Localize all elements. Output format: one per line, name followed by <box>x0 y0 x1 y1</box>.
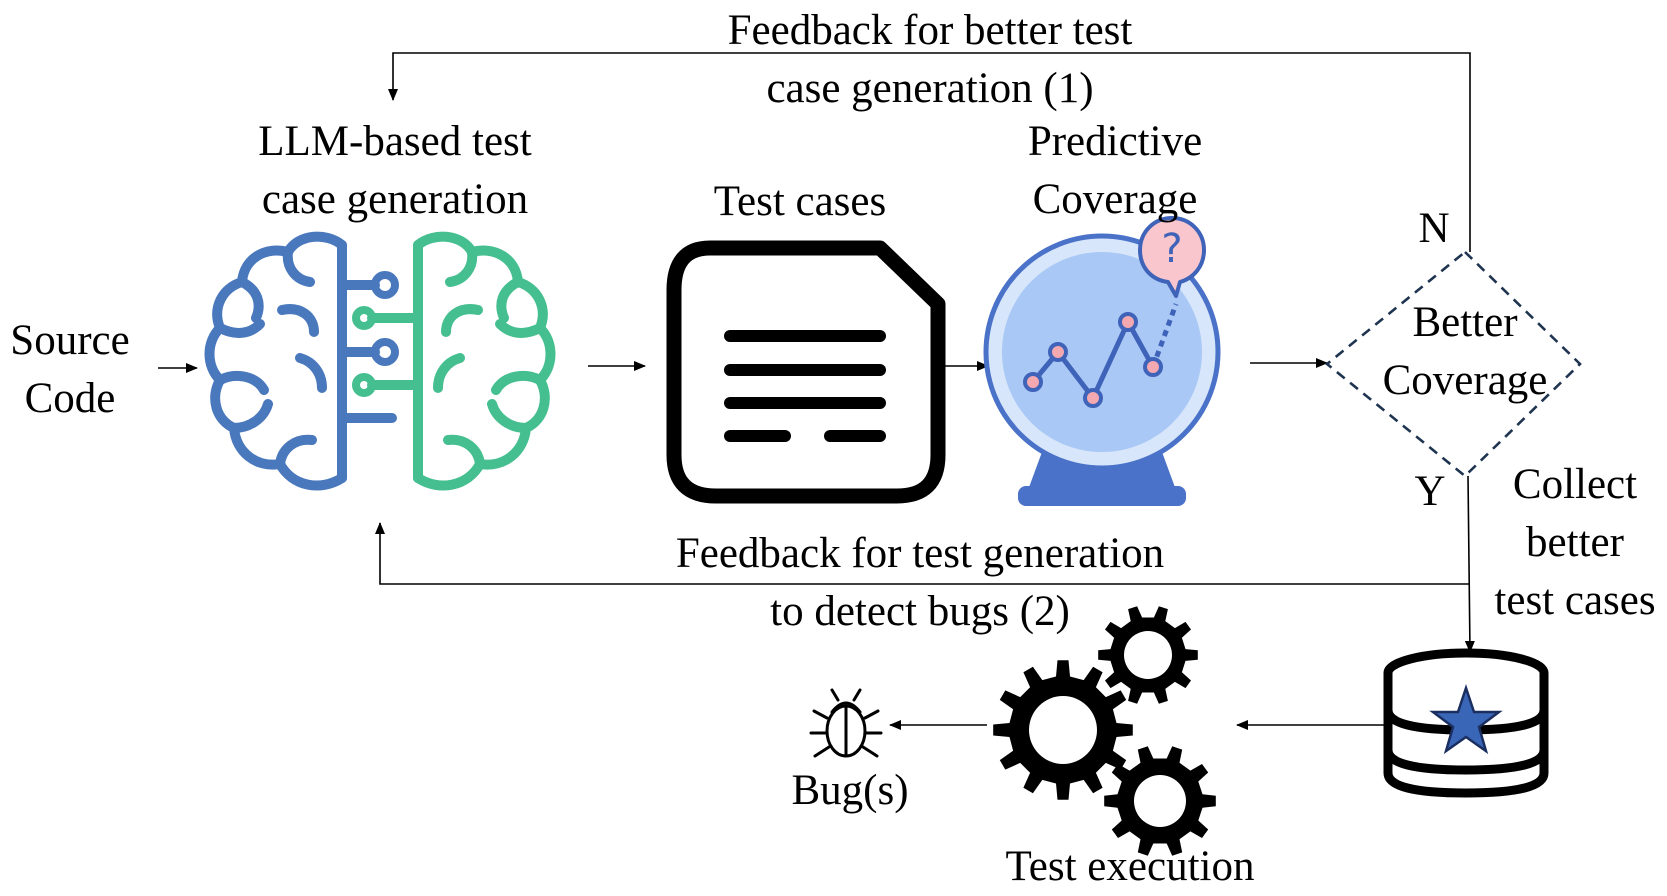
decision-diamond <box>1324 250 1582 478</box>
collect-label: Collect better test cases <box>1494 461 1656 624</box>
document-icon <box>666 240 946 504</box>
arrow-feedback-1 <box>388 52 1471 252</box>
decision-label: Better Coverage <box>1382 299 1548 404</box>
brain-icon <box>204 231 556 491</box>
bugs-label: Bug(s) <box>791 767 909 814</box>
source-code-label: Source Code <box>10 317 130 422</box>
database-icon <box>1383 648 1549 798</box>
crystal-ball-icon <box>983 216 1221 506</box>
test-execution-label: Test execution <box>1005 843 1255 890</box>
gear-shape <box>993 660 1133 800</box>
question-mark-label: ? <box>1161 226 1183 272</box>
predictive-coverage-label: Predictive Coverage <box>1027 118 1203 223</box>
feedback-1-label: Feedback for better test case generation… <box>727 7 1133 112</box>
gear-shape <box>1098 606 1198 704</box>
test-cases-label: Test cases <box>713 178 887 225</box>
gears-icon <box>993 606 1216 856</box>
star-icon <box>1429 684 1503 755</box>
decision-no-label: N <box>1418 205 1450 252</box>
gear-shape <box>1104 746 1216 856</box>
arrow-feedback-2 <box>375 522 1470 585</box>
decision-yes-label: Y <box>1414 468 1446 515</box>
llm-generation-label: LLM-based test case generation <box>258 118 532 223</box>
arrow-decision-to-database <box>1464 475 1475 653</box>
feedback-2-label: Feedback for test generation to detect b… <box>675 530 1165 635</box>
bug-icon <box>809 688 883 758</box>
